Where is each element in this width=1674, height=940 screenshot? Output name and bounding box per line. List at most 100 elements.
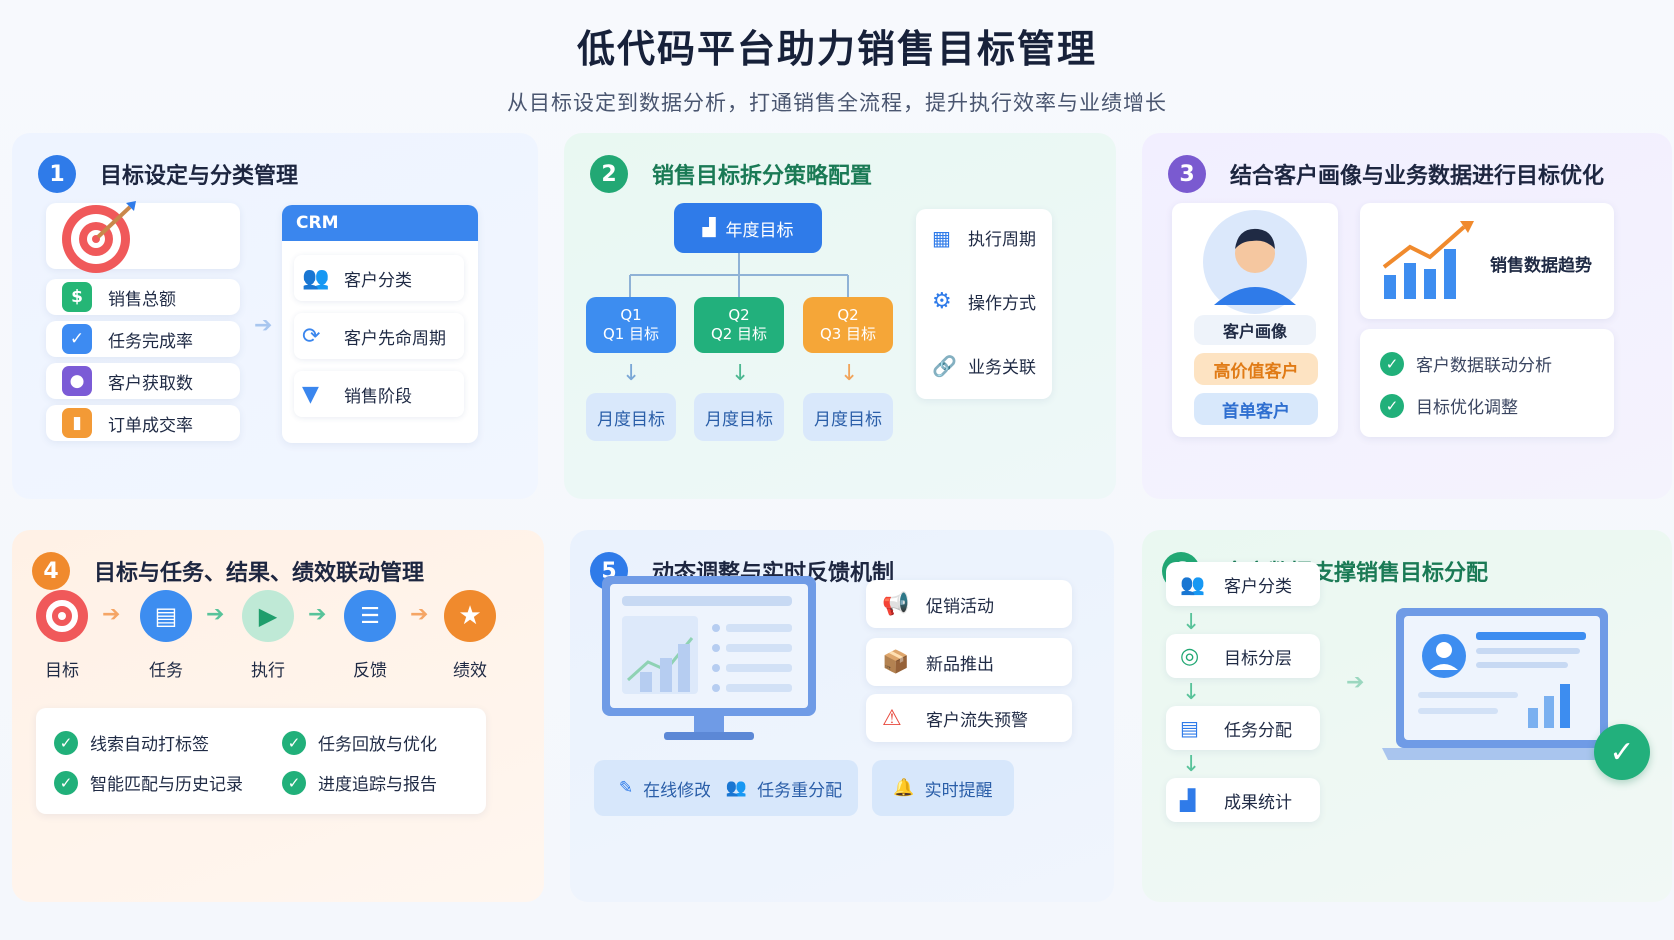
metric-item-task-completion[interactable]: ✓ 任务完成率 [46,321,240,357]
sales-trend-card: 销售数据趋势 [1360,203,1614,319]
metric-item-customer-acquisition[interactable]: ● 客户获取数 [46,363,240,399]
bell-icon: 🔔 [893,778,915,798]
panel-3-heading: 3 结合客户画像与业务数据进行目标优化 [1168,155,1604,193]
panel-linkage-management: 4 目标与任务、结果、绩效联动管理 目标 ➔ ▤ 任务 ➔ ▶ 执行 ➔ ☰ 反… [12,530,544,902]
message-icon: ☰ [344,590,396,642]
step-label: 客户分类 [1224,576,1292,597]
target-card [46,201,240,273]
arrow-down-icon: ↓ [1182,680,1201,705]
star-icon: ★ [444,590,496,642]
option-label: 执行周期 [968,230,1036,250]
target-icon: ◎ [1180,643,1200,669]
check-item: ✓ 智能匹配与历史记录 [54,770,243,795]
flow-step-performance[interactable]: ★ 绩效 [442,590,498,681]
annual-target-node[interactable]: ▟ 年度目标 [674,203,822,253]
checkbox-icon: ✓ [62,324,92,354]
panel-4-title: 目标与任务、结果、绩效联动管理 [94,561,425,586]
month-target-2[interactable]: 月度目标 [694,393,784,441]
flow-step-execute[interactable]: ▶ 执行 [240,590,296,681]
action-label: 任务重分配 [757,780,843,801]
check-icon: ✓ [54,770,78,795]
option-label: 业务关联 [968,358,1036,378]
check-icon: ✓ [282,730,306,755]
check-label: 线索自动打标签 [90,735,209,755]
option-business-link[interactable]: 🔗 业务关联 [932,353,1036,379]
arrow-down-icon: ↓ [731,361,750,386]
crm-item-lifecycle[interactable]: ⟳ 客户先命周期 [294,313,464,359]
step-label: 目标分层 [1224,648,1292,669]
arrow-right-icon: ➔ [410,602,429,627]
step-result-stats[interactable]: ▟ 成果统计 [1166,778,1320,822]
panel-1-title: 目标设定与分类管理 [100,164,299,189]
quarter-node-1[interactable]: Q1 Q1 目标 [586,297,676,353]
step-number-badge: 1 [38,155,76,193]
users-icon: 👥 [725,778,748,798]
edit-icon: ✎ [618,778,634,798]
event-new-product[interactable]: 📦 新品推出 [866,638,1072,686]
metric-item-sales-total[interactable]: $ 销售总额 [46,279,240,315]
check-item: ✓ 客户数据联动分析 [1380,351,1552,376]
quarter-label: Q2 目标 [710,325,768,343]
flow-step-label: 反馈 [353,661,387,681]
gear-icon: ⚙ [932,289,952,314]
arrow-right-icon: ➔ [1346,670,1365,695]
check-item: ✓ 线索自动打标签 [54,730,209,755]
metric-label: 销售总额 [108,289,176,310]
megaphone-icon: 📢 [882,591,910,617]
bar-chart-icon: ▟ [1180,788,1196,812]
flow-step-label: 目标 [45,661,79,681]
quarter-code: Q2 [728,306,750,324]
option-cycle[interactable]: ▦ 执行周期 [932,225,1036,251]
check-label: 进度追踪与报告 [318,775,437,795]
option-method[interactable]: ⚙ 操作方式 [932,289,1036,314]
flow-step-label: 任务 [149,661,183,681]
option-label: 操作方式 [968,294,1036,314]
step-customer-category[interactable]: 👥 客户分类 [1166,562,1320,606]
quarter-node-2[interactable]: Q2 Q2 目标 [694,297,784,353]
document-icon: ▤ [1180,716,1199,740]
step-target-tiers[interactable]: ◎ 目标分层 [1166,634,1320,678]
link-icon: 🔗 [932,353,957,378]
arrow-down-icon: ↓ [1182,610,1201,635]
realtime-alert-button[interactable]: 🔔 实时提醒 [872,760,1014,816]
target-icon [36,590,88,642]
quarter-label: Q1 目标 [602,325,660,343]
panel-target-split: 2 销售目标拆分策略配置 ▟ 年度目标 Q1 Q1 目标 Q2 Q2 目标 Q2… [564,133,1116,499]
tree-connectors [629,251,849,297]
crm-item-customer-category[interactable]: 👥 客户分类 [294,255,464,301]
crm-item-sales-stage[interactable]: ▼ 销售阶段 [294,371,464,417]
quarter-label: Q3 目标 [819,325,877,343]
check-item: ✓ 进度追踪与报告 [282,770,437,795]
month-target-3[interactable]: 月度目标 [803,393,893,441]
event-label: 新品推出 [926,654,994,675]
crm-header: CRM [282,205,478,241]
box-icon: 📦 [882,649,910,675]
event-promotion[interactable]: 📢 促销活动 [866,580,1072,628]
reassign-task-button[interactable]: 👥 任务重分配 [710,760,858,816]
arrow-down-icon: ↓ [1182,752,1201,777]
event-label: 促销活动 [926,596,994,617]
step-task-allocation[interactable]: ▤ 任务分配 [1166,706,1320,750]
crm-item-label: 销售阶段 [344,386,412,407]
metric-item-order-conversion[interactable]: ▮ 订单成交率 [46,405,240,441]
metric-label: 订单成交率 [108,415,193,436]
event-churn-warning[interactable]: ⚠ 客户流失预警 [866,694,1072,742]
crm-card: CRM 👥 客户分类 ⟳ 客户先命周期 ▼ 销售阶段 [282,205,478,443]
flow-step-feedback[interactable]: ☰ 反馈 [342,590,398,681]
check-icon: ✓ [54,730,78,755]
event-label: 客户流失预警 [926,710,1028,731]
month-target-1[interactable]: 月度目标 [586,393,676,441]
flow-step-label: 执行 [251,661,285,681]
check-icon: ✓ [1380,393,1404,418]
laptop-icon [1382,608,1622,760]
quarter-node-3[interactable]: Q2 Q3 目标 [803,297,893,353]
flow-step-task[interactable]: ▤ 任务 [138,590,194,681]
customer-portrait-card: 客户画像 高价值客户 首单客户 [1172,203,1338,437]
first-order-tag[interactable]: 首单客户 [1194,393,1318,425]
high-value-tag[interactable]: 高价值客户 [1194,353,1318,385]
check-label: 任务回放与优化 [318,735,437,755]
check-label: 目标优化调整 [1416,398,1518,418]
panel-2-heading: 2 销售目标拆分策略配置 [590,155,872,193]
linkage-checks-card: ✓ 线索自动打标签 ✓ 任务回放与优化 ✓ 智能匹配与历史记录 ✓ 进度追踪与报… [36,708,486,814]
flow-step-target[interactable]: 目标 [34,590,90,681]
